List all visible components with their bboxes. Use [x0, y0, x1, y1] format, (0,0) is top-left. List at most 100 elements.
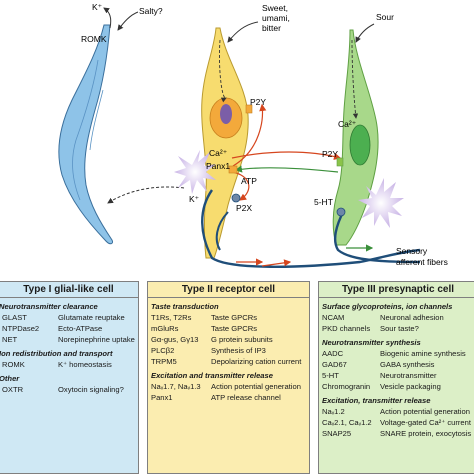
molecule-function: Taste GPCRs	[211, 313, 257, 322]
molecule-function: Norepinephrine uptake	[58, 335, 135, 344]
molecule-name: 5-HT	[322, 371, 339, 380]
table-row: AADC Biogenic amine synthesis	[319, 348, 474, 359]
label-sour: Sour	[376, 12, 394, 22]
type2-rows-2: Naᵥ1.7, Naᵥ1.3 Action potential generatio…	[148, 381, 309, 403]
molecule-name: GAD67	[322, 360, 347, 369]
molecule-name: NCAM	[322, 313, 345, 322]
molecule-name: Naᵥ1.7, Naᵥ1.3	[151, 382, 201, 391]
molecule-name: mGluRs	[151, 324, 179, 333]
molecule-name: NTPDase2	[2, 324, 40, 333]
table-row: OXTR Oxytocin signaling?	[0, 384, 138, 395]
molecule-name: ROMK	[2, 360, 25, 369]
label-p2y-left: P2Y	[250, 97, 266, 107]
afferent-nerve-fiber-1	[201, 189, 421, 268]
molecule-function: SNARE protein, exocytosis	[380, 429, 472, 438]
molecule-function: K⁺ homeostasis	[58, 360, 112, 369]
molecule-function: Taste GPCRs	[211, 324, 257, 333]
type3-section-1: Surface glycoproteins, ion channels	[322, 302, 453, 311]
label-5ht: 5-HT	[314, 197, 333, 207]
table-row: NCAM Neuronal adhesion	[319, 312, 474, 323]
molecule-name: OXTR	[2, 385, 24, 394]
molecule-name: PKD channels	[322, 324, 371, 333]
table-row: Naᵥ1.2 Action potential generation	[319, 406, 474, 417]
molecule-name: GLAST	[2, 313, 27, 322]
type2-title: Type II receptor cell	[148, 282, 309, 298]
type2-receptor-cell	[201, 27, 249, 259]
label-ca-right: Ca²⁺	[338, 119, 357, 129]
type3-section-3: Excitation, transmitter release	[322, 396, 431, 405]
molecule-name: T1Rs, T2Rs	[151, 313, 192, 322]
molecule-function: Vesicle packaging	[380, 382, 441, 391]
type1-glial-cell	[58, 24, 113, 245]
molecule-function: G protein subunits	[211, 335, 273, 344]
table-row: NTPDase2 Ecto-ATPase	[0, 323, 138, 334]
molecule-function: ATP release channel	[211, 393, 281, 402]
type1-section-3: Other	[0, 374, 20, 383]
molecule-function: Action potential generation	[211, 382, 301, 391]
label-sensory: Sensory	[396, 246, 428, 256]
label-panx1: Panx1	[206, 161, 230, 171]
atp-release-burst	[174, 150, 216, 194]
molecule-function: Biogenic amine synthesis	[380, 349, 466, 358]
table-row: GAD67 GABA synthesis	[319, 359, 474, 370]
molecule-name: NET	[2, 335, 18, 344]
table-row: ROMK K⁺ homeostasis	[0, 359, 138, 370]
molecule-name: AADC	[322, 349, 344, 358]
table-row: mGluRs Taste GPCRs	[148, 323, 309, 334]
label-atp: ATP	[241, 176, 257, 186]
type3-info-panel: Type III presynaptic cell Surface glycop…	[318, 281, 474, 474]
type1-section-1: Neurotransmitter clearance	[0, 302, 98, 311]
molecule-function: Ecto-ATPase	[58, 324, 103, 333]
molecule-function: Neuronal adhesion	[380, 313, 444, 322]
type2-section-1: Taste transduction	[151, 302, 219, 311]
label-umami: umami,	[262, 13, 290, 23]
molecule-name: Naᵥ1.2	[322, 407, 345, 416]
label-afferent: afferent fibers	[396, 257, 448, 267]
molecule-function: Synthesis of IP3	[211, 346, 266, 355]
type3-nucleus	[349, 124, 371, 166]
label-p2y-right: P2Y	[322, 149, 338, 159]
k-uptake-arrow	[103, 7, 112, 29]
molecule-function: Voltage-gated Ca²⁺ current	[380, 418, 471, 427]
label-p2x: P2X	[236, 203, 252, 213]
molecule-function: Neurotransmitter	[380, 371, 437, 380]
molecule-name: TRPM5	[151, 357, 177, 366]
label-sweet: Sweet,	[262, 3, 288, 13]
label-salty: Salty?	[139, 6, 163, 16]
taste-cell-diagram: K⁺ Salty? ROMK Sweet, umami, bitter Sour…	[58, 2, 448, 268]
molecule-function: Sour taste?	[380, 324, 419, 333]
type3-title: Type III presynaptic cell	[319, 282, 474, 298]
molecule-function: Glutamate reuptake	[58, 313, 125, 322]
label-ca-left: Ca²⁺	[209, 148, 228, 158]
table-row: T1Rs, T2Rs Taste GPCRs	[148, 312, 309, 323]
label-k-mid: K⁺	[189, 194, 200, 204]
type1-info-panel: Type I glial-like cell Neurotransmitter …	[0, 281, 139, 474]
molecule-function: GABA synthesis	[380, 360, 435, 369]
type2-section-2: Excitation and transmitter release	[151, 371, 273, 380]
type1-rows-2: ROMK K⁺ homeostasis	[0, 359, 138, 370]
label-bitter: bitter	[262, 23, 281, 33]
molecule-function: Depolarizing cation current	[211, 357, 302, 366]
table-row: Gα-gus, Gγ13 G protein subunits	[148, 334, 309, 345]
table-row: SNAP25 SNARE protein, exocytosis	[319, 428, 474, 439]
type1-section-2: Ion redistribution and transport	[0, 349, 113, 358]
molecule-name: Gα-gus, Gγ13	[151, 335, 199, 344]
table-row: 5-HT Neurotransmitter	[319, 370, 474, 381]
molecule-function: Oxytocin signaling?	[58, 385, 124, 394]
serotonin-release-burst	[358, 178, 404, 228]
afferent-nerve-fiber-2	[333, 209, 421, 264]
table-row: PKD channels Sour taste?	[319, 323, 474, 334]
type1-rows-3: OXTR Oxytocin signaling?	[0, 384, 138, 395]
type1-title: Type I glial-like cell	[0, 282, 138, 298]
molecule-name: SNAP25	[322, 429, 352, 438]
molecule-function: Action potential generation	[380, 407, 470, 416]
